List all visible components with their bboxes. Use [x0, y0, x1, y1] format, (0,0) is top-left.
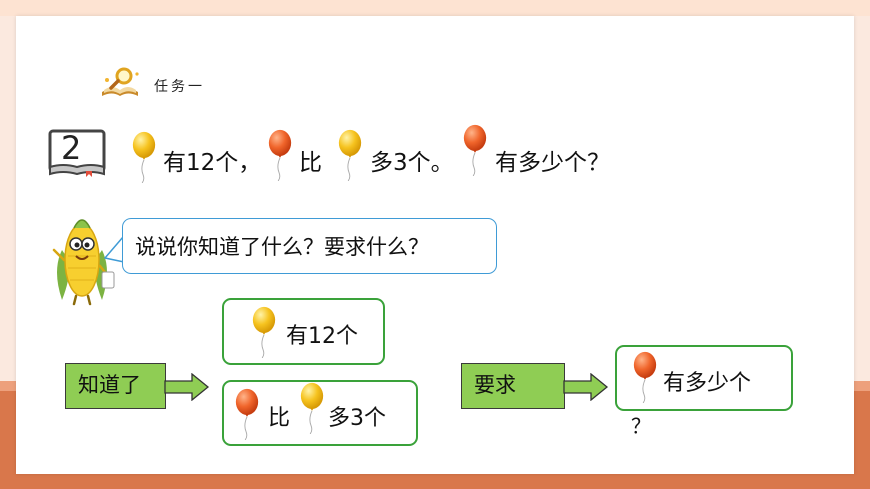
- speech-bubble-tail: [104, 236, 125, 263]
- orange-balloon-icon: [461, 124, 489, 176]
- known-fact-1-box: 有12个: [222, 298, 385, 365]
- yellow-balloon-icon: [130, 131, 158, 183]
- known-label: 知道了: [65, 363, 166, 409]
- orange-balloon-icon: [631, 351, 659, 403]
- orange-balloon-icon: [266, 129, 294, 181]
- yellow-balloon-icon: [250, 306, 278, 358]
- arrow-right-icon: [164, 373, 210, 401]
- orange-balloon-icon: [233, 388, 261, 440]
- ask-question-mark: ？: [631, 414, 651, 438]
- known-fact-2-more: 多3个: [328, 406, 386, 431]
- problem-text-3: 多3个。: [370, 150, 454, 176]
- known-fact-1-text: 有12个: [286, 324, 358, 349]
- problem-number: 2: [61, 129, 82, 167]
- ask-question-box: 有多少个: [615, 345, 793, 411]
- ask-label: 要求: [461, 363, 565, 409]
- top-band: [0, 0, 870, 16]
- problem-text-4: 有多少个？: [495, 150, 610, 176]
- ask-question-text: 有多少个: [663, 371, 752, 396]
- arrow-right-icon: [563, 373, 609, 401]
- known-fact-2-box: 比 多3个: [222, 380, 418, 446]
- known-fact-2-compare: 比: [268, 406, 291, 431]
- magnifier-book-icon: [102, 67, 139, 96]
- speech-bubble: 说说你知道了什么？要求什么？: [122, 218, 497, 274]
- book-icon: [48, 129, 106, 177]
- corn-mascot-icon: [52, 219, 115, 306]
- problem-number-book: 2: [47, 127, 107, 177]
- yellow-balloon-icon: [336, 129, 364, 181]
- problem-text-2: 比: [299, 150, 322, 176]
- yellow-balloon-icon: [298, 382, 326, 434]
- task-title: 任务一: [154, 79, 205, 95]
- speech-text: 说说你知道了什么？要求什么？: [135, 235, 429, 259]
- problem-text-1: 有12个，: [163, 150, 262, 176]
